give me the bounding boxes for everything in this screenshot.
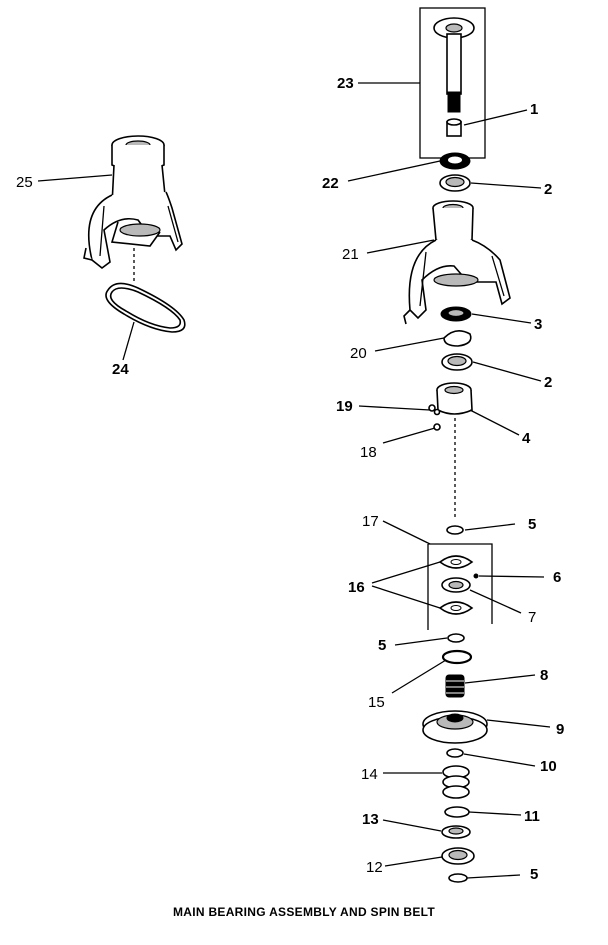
callout-18: 18 — [360, 444, 377, 461]
part-9-drive-pulley — [422, 710, 488, 744]
leader-lines — [37, 82, 551, 879]
part-22-seal — [439, 152, 471, 170]
callout-5-top: 5 — [528, 516, 536, 533]
part-8-spring — [445, 674, 465, 698]
diagram-caption: MAIN BEARING ASSEMBLY AND SPIN BELT — [172, 905, 436, 919]
part-5-washer-top — [446, 525, 464, 535]
callout-24: 24 — [112, 361, 129, 378]
callout-5-mid: 5 — [378, 637, 386, 654]
callout-23: 23 — [337, 75, 354, 92]
callout-22: 22 — [322, 175, 339, 192]
part-16-lower-pad — [438, 601, 474, 615]
part-2-lower-bearing — [441, 353, 473, 371]
callout-16: 16 — [348, 579, 365, 596]
callout-2-lower: 2 — [544, 374, 552, 391]
part-3-seal — [440, 306, 472, 322]
part-7-pad — [441, 577, 471, 593]
part-25-bearing-housing — [83, 135, 183, 270]
callout-25: 25 — [16, 174, 33, 191]
part-19-screw — [428, 404, 441, 416]
part-2-upper-bearing — [439, 174, 471, 192]
callout-4: 4 — [522, 430, 531, 447]
part-13-washer — [441, 825, 471, 839]
callout-8: 8 — [540, 667, 548, 684]
part-10-washer — [446, 748, 464, 758]
part-16-upper-pad — [438, 555, 474, 569]
callout-5-bottom: 5 — [530, 866, 538, 883]
callout-2-upper: 2 — [544, 181, 552, 198]
callout-3: 3 — [534, 316, 542, 333]
part-5-washer-mid — [447, 633, 465, 643]
part-6-pin — [473, 573, 479, 579]
callout-11: 11 — [524, 808, 540, 825]
part-1-bushing — [446, 118, 462, 137]
callout-19: 19 — [336, 398, 353, 415]
callout-12: 12 — [366, 859, 383, 876]
part-20-retaining-ring — [443, 330, 472, 347]
part-4-bearing-retainer — [436, 382, 473, 415]
part-18-screw — [433, 423, 441, 431]
callout-6: 6 — [553, 569, 561, 586]
part-15-o-ring — [441, 649, 473, 665]
part-5-washer-bottom — [448, 873, 468, 883]
callout-10: 10 — [540, 758, 557, 775]
callout-7: 7 — [528, 609, 536, 626]
part-14-spring — [442, 765, 470, 799]
callout-13: 13 — [362, 811, 379, 828]
part-11-washer — [444, 806, 470, 818]
part-17-kit-box — [427, 543, 493, 630]
callout-17: 17 — [362, 513, 379, 530]
part-24-spin-belt — [105, 282, 186, 333]
part-12-bearing — [441, 847, 475, 865]
callout-14: 14 — [361, 766, 378, 783]
callout-20: 20 — [350, 345, 367, 362]
part-21-bearing-housing — [403, 200, 511, 325]
callout-21: 21 — [342, 246, 359, 263]
callout-9: 9 — [556, 721, 564, 738]
callout-15: 15 — [368, 694, 385, 711]
callout-1: 1 — [530, 101, 538, 118]
callout-labels: 23 1 22 2 21 3 20 2 19 4 18 17 5 16 6 7 … — [16, 75, 564, 883]
